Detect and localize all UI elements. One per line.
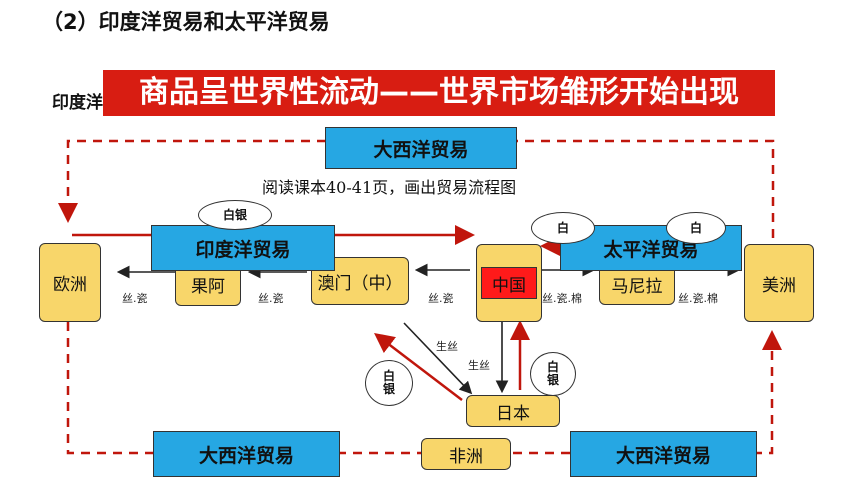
node-china: 中国	[476, 244, 542, 322]
node-africa: 非洲	[421, 438, 511, 470]
trade-box-atlantic-top: 大西洋贸易	[325, 127, 517, 169]
atlantic-bottom-loop	[66, 322, 782, 455]
silver-label-top-left: 白银	[198, 200, 272, 230]
node-america: 美洲	[744, 244, 814, 322]
goods-macau-goa: 丝.瓷	[258, 292, 284, 305]
silver-label-top-mid: 白	[531, 212, 595, 244]
goods-raw-silk-1: 生丝	[436, 340, 458, 353]
macau-to-japan-arrow	[403, 322, 473, 395]
silver-label-left: 白 银	[365, 360, 413, 406]
goods-goa-europe: 丝.瓷	[122, 292, 148, 305]
trade-box-atlantic-bottom-left: 大西洋贸易	[153, 431, 340, 477]
trade-box-atlantic-bottom-right: 大西洋贸易	[570, 431, 757, 477]
goods-china-macau: 丝.瓷	[428, 292, 454, 305]
sub-label: 印度洋	[52, 93, 103, 113]
silver-label-top-right: 白	[666, 212, 726, 244]
node-china-label: 中国	[481, 267, 537, 299]
japan-to-macau-silver-arrow	[374, 332, 463, 401]
section-title: （2）印度洋贸易和太平洋贸易	[42, 10, 330, 34]
node-europe: 欧洲	[39, 243, 101, 322]
silver-label-right: 白 银	[530, 352, 576, 396]
goods-china-manila: 丝.瓷.棉	[542, 292, 582, 305]
node-japan: 日本	[466, 395, 560, 427]
banner-title: 商品呈世界性流动——世界市场雏形开始出现	[103, 70, 775, 116]
reading-note: 阅读课本40-41页，画出贸易流程图	[262, 178, 517, 197]
trade-box-indian: 印度洋贸易	[151, 225, 335, 271]
goods-manila-america: 丝.瓷.棉	[678, 292, 718, 305]
goods-raw-silk-2: 生丝	[468, 359, 490, 372]
